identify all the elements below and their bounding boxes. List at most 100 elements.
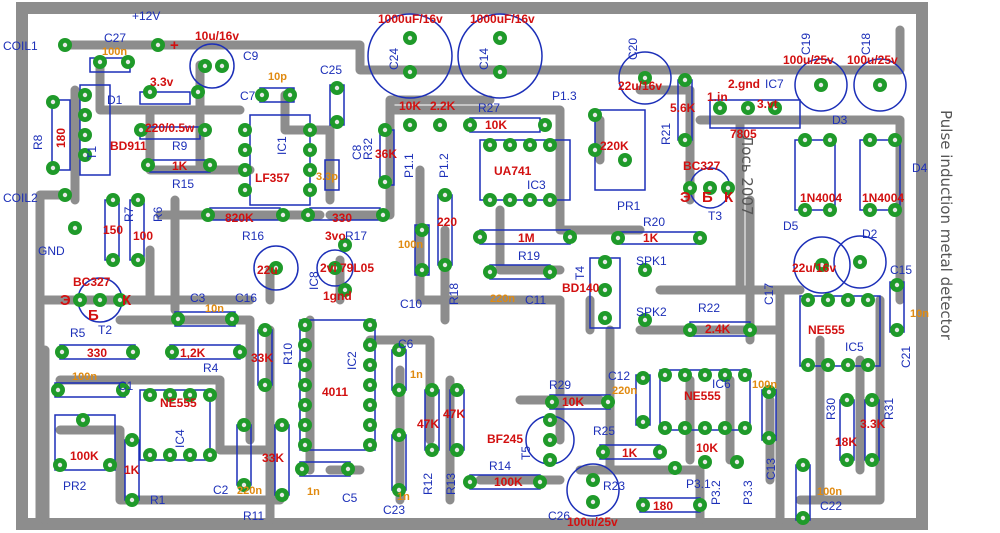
c8-ref: C8 — [350, 144, 364, 160]
pad-hole — [280, 212, 286, 218]
pad-hole — [687, 185, 693, 191]
d3-ref: D3 — [832, 113, 848, 127]
pad-hole — [307, 187, 313, 193]
pad-hole — [302, 382, 308, 388]
pad-hole — [187, 452, 193, 458]
pad-hole — [827, 137, 833, 143]
pad-hole — [155, 42, 161, 48]
pad-hole — [605, 399, 611, 405]
pad-hole — [396, 487, 402, 493]
pad-hole — [547, 269, 553, 275]
c27-value: 100n — [102, 46, 127, 58]
r23-value: 180 — [653, 499, 673, 513]
pad-hole — [334, 85, 340, 91]
pad-hole — [305, 212, 311, 218]
c22-value: 100n — [817, 486, 842, 498]
ic5-value: NE555 — [808, 323, 845, 337]
t1-ref: T1 — [85, 146, 99, 160]
pad-hole — [477, 234, 483, 240]
r29-ref: R29 — [549, 378, 571, 392]
pad-hole — [547, 457, 553, 463]
ic7-pin1: 1.in — [707, 90, 728, 104]
t5-value: BF245 — [487, 432, 523, 446]
pad-hole — [600, 449, 606, 455]
pad-hole — [542, 122, 548, 128]
r10-value: 33K — [251, 351, 273, 365]
pad-hole — [138, 127, 144, 133]
r19-value: 1M — [518, 231, 535, 245]
ic6-ref: IC6 — [712, 377, 731, 391]
pad-hole — [892, 137, 898, 143]
pad-hole — [497, 35, 503, 41]
r12-ref: R12 — [421, 473, 435, 495]
pad-hole — [766, 389, 772, 395]
r14-ref: R14 — [489, 459, 511, 473]
c24-value: 1000uF/16v — [378, 12, 443, 26]
pr1-ref: PR1 — [617, 199, 641, 213]
ic4-ref: IC4 — [173, 429, 187, 448]
c19-value: 100u/25v — [783, 53, 834, 67]
r6-value: 100 — [133, 229, 153, 243]
pr2-ref: PR2 — [63, 479, 87, 493]
pad-hole — [442, 262, 448, 268]
pad-hole — [242, 187, 248, 193]
r31-value: 3.3K — [860, 417, 886, 431]
ic6-value: NE555 — [684, 389, 721, 403]
r14-value: 100K — [494, 475, 523, 489]
pad-hole — [442, 192, 448, 198]
side-title: Pulse induction metal detector — [937, 110, 955, 341]
pad-hole — [242, 167, 248, 173]
c2-ref: C2 — [213, 483, 229, 497]
pad-hole — [642, 267, 648, 273]
r11-value: 33K — [262, 451, 284, 465]
pad-hole — [195, 89, 201, 95]
pad-hole — [241, 482, 247, 488]
supply-plus-sign: + — [170, 37, 179, 54]
pad-hole — [125, 59, 131, 65]
pad-hole — [844, 397, 850, 403]
pad-hole — [302, 342, 308, 348]
r29-value: 10K — [562, 395, 584, 409]
pad-hole — [187, 392, 193, 398]
pad-hole — [147, 89, 153, 95]
r15-value: 1K — [172, 159, 188, 173]
pad-hole — [707, 185, 713, 191]
ic4-value: NE555 — [160, 396, 197, 410]
pad-hole — [242, 147, 248, 153]
c12-value: 220n — [612, 385, 637, 397]
pad-hole — [97, 59, 103, 65]
pad-hole — [592, 112, 598, 118]
board-edge — [16, 2, 928, 530]
pad-hole — [602, 259, 608, 265]
pad-hole — [615, 235, 621, 241]
pad-hole — [642, 75, 648, 81]
pad-hole — [697, 502, 703, 508]
pad-hole — [334, 119, 340, 125]
pad-hole — [590, 477, 596, 483]
pad-hole — [110, 197, 116, 203]
pad-hole — [175, 316, 181, 322]
c23-ref: C23 — [383, 503, 405, 517]
pad-hole — [454, 387, 460, 393]
r5-ref: R5 — [70, 326, 86, 340]
pad-hole — [800, 515, 806, 521]
t3-ref: T3 — [708, 209, 722, 223]
pad-hole — [602, 287, 608, 293]
r31-ref: R31 — [882, 398, 896, 420]
ic3-value: UA741 — [494, 164, 532, 178]
pad-hole — [682, 425, 688, 431]
pad-hole — [869, 397, 875, 403]
ic2-value: 4011 — [322, 385, 348, 399]
pad-hole — [825, 362, 831, 368]
t4-value: BD140 — [562, 281, 600, 295]
pad-hole — [742, 425, 748, 431]
pad-hole — [487, 197, 493, 203]
pad-hole — [662, 372, 668, 378]
pad-hole — [367, 442, 373, 448]
c22-ref: C22 — [820, 499, 842, 513]
p31-label: P3.1 — [686, 477, 711, 491]
pad-hole — [302, 422, 308, 428]
c15-ref: C15 — [890, 263, 912, 277]
p1-value1: 10K — [399, 99, 421, 113]
c15-value: 10n — [910, 308, 929, 320]
